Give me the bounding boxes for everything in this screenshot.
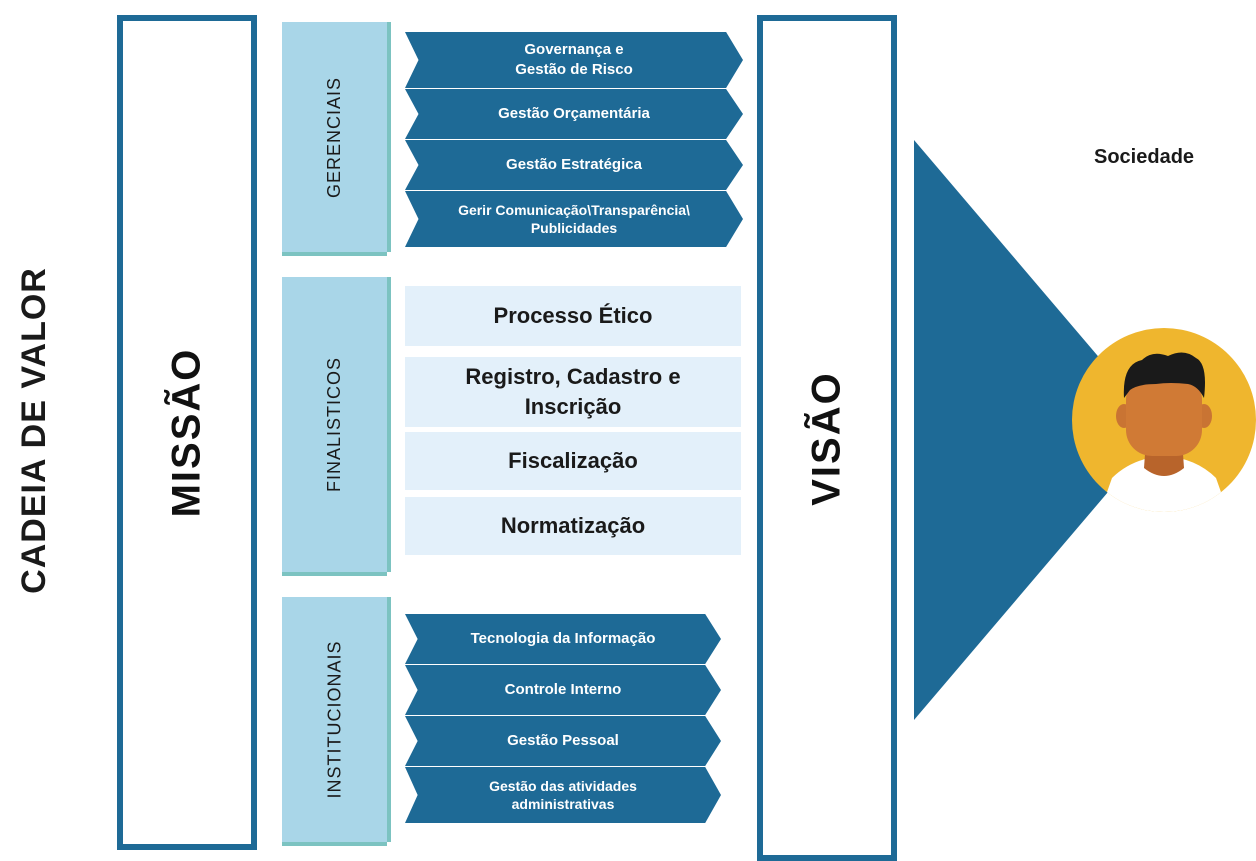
process-tecnologia-informacao: Tecnologia da Informação — [405, 614, 721, 664]
mission-box: MISSÃO — [117, 15, 257, 850]
process-governanca-gestao-risco: Governança e Gestão de Risco — [405, 32, 743, 88]
process-comunicacao-transparencia: Gerir Comunicação\Transparência\ Publici… — [405, 191, 743, 247]
process-label: Controle Interno — [504, 681, 622, 698]
process-label: Gestão Orçamentária — [498, 105, 650, 122]
value-chain-title: CADEIA DE VALOR — [0, 0, 68, 861]
process-normatizacao: Normatização — [405, 497, 741, 555]
process-label: Normatização — [500, 513, 646, 538]
process-label: Gestão Estratégica — [506, 156, 642, 173]
process-fiscalizacao: Fiscalização — [405, 432, 741, 490]
category-label-finalisticos: FINALISTICOS — [324, 356, 344, 493]
category-label-institucionais: INSTITUCIONAIS — [324, 640, 345, 799]
category-label-gerenciais: GERENCIAIS — [324, 76, 344, 198]
process-label: Gestão Pessoal — [507, 732, 619, 749]
process-label: Processo Ético — [493, 303, 653, 328]
vision-label: VISÃO — [804, 370, 849, 506]
process-gestao-pessoal: Gestão Pessoal — [405, 716, 721, 766]
value-chain-title-text: CADEIA DE VALOR — [14, 267, 53, 594]
category-tab-gerenciais: GERENCIAIS — [282, 22, 387, 252]
process-controle-interno: Controle Interno — [405, 665, 721, 715]
process-label: Gestão das atividades administrativas — [489, 778, 637, 812]
society-funnel-triangle — [914, 140, 1114, 720]
process-label: Gerir Comunicação\Transparência\ Publici… — [458, 202, 690, 236]
category-tab-institucionais: INSTITUCIONAIS — [282, 597, 387, 842]
process-gestao-orcamentaria: Gestão Orçamentária — [405, 89, 743, 139]
person-avatar-icon — [1072, 328, 1256, 512]
process-label: Governança e Gestão de Risco — [515, 41, 633, 78]
category-tab-finalisticos: FINALISTICOS — [282, 277, 387, 572]
process-processo-etico: Processo Ético — [405, 286, 741, 346]
mission-label: MISSÃO — [164, 347, 209, 518]
process-registro-cadastro: Registro, Cadastro e Inscrição — [405, 357, 741, 427]
vision-box: VISÃO — [757, 15, 897, 861]
process-label: Registro, Cadastro e Inscrição — [465, 364, 681, 419]
process-gestao-atividades-administrativas: Gestão das atividades administrativas — [405, 767, 721, 823]
process-gestao-estrategica: Gestão Estratégica — [405, 140, 743, 190]
process-label: Fiscalização — [508, 448, 638, 473]
process-label: Tecnologia da Informação — [470, 630, 656, 647]
society-label: Sociedade — [1094, 146, 1195, 168]
